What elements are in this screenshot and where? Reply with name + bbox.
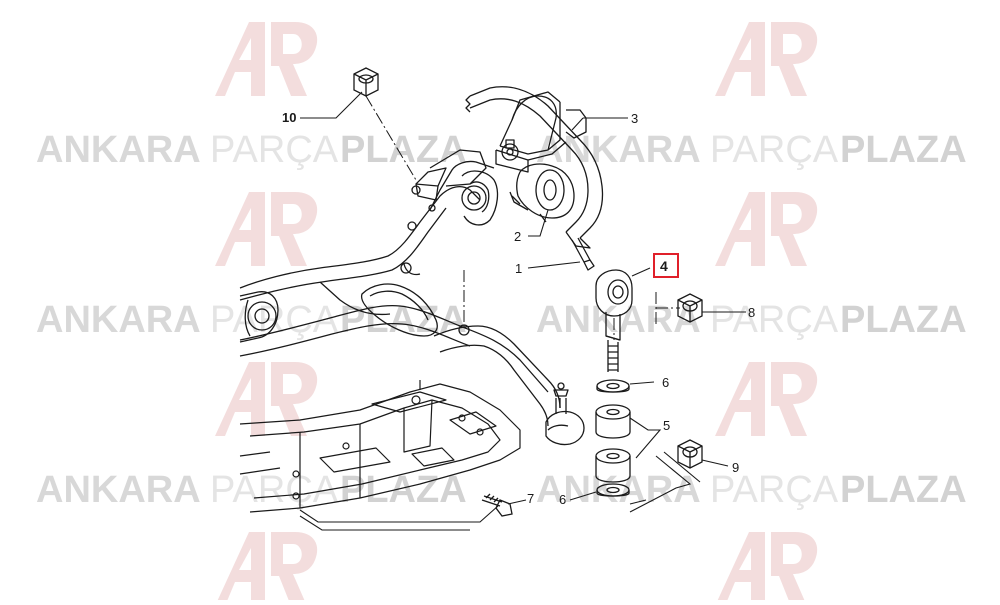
- callout-5: 5: [663, 418, 670, 433]
- watermark-word: PARÇA: [210, 129, 339, 171]
- leader-2: [528, 209, 549, 237]
- leader-1: [527, 261, 581, 269]
- callout-8: 8: [748, 305, 755, 320]
- watermark-word: ANKARA: [536, 299, 701, 341]
- watermark-logo: [715, 192, 818, 266]
- callout-7: 7: [527, 491, 534, 506]
- leader-4: [631, 267, 651, 277]
- stabilizer-bracket: [495, 91, 587, 173]
- watermark-word: PARÇA: [210, 469, 339, 511]
- stabilizer-bar: [465, 86, 604, 271]
- underbody-shield: [239, 380, 521, 513]
- leader-10: [300, 91, 363, 119]
- watermark-logo: [715, 362, 818, 436]
- watermark-word: ANKARA: [36, 129, 201, 171]
- callout-9: 9: [732, 460, 739, 475]
- subframe: [239, 149, 549, 393]
- watermark-word: PLAZA: [840, 129, 967, 171]
- callout-1: 1: [515, 261, 522, 276]
- watermark-word: PLAZA: [840, 299, 967, 341]
- watermark-row: ANKARA PARÇA PLAZA ANKARA PARÇA PLAZA: [36, 129, 967, 171]
- watermark-logo: [715, 532, 818, 605]
- watermark-word: PARÇA: [710, 299, 839, 341]
- callout-10: 10: [282, 110, 296, 125]
- watermark-word: PARÇA: [210, 299, 339, 341]
- watermark-word: PLAZA: [840, 469, 967, 511]
- leader-9: [701, 459, 729, 467]
- nut-10: [353, 67, 379, 97]
- leader-7: [507, 499, 527, 505]
- watermark-text: ANKARA PARÇA PLAZA ANKARA PARÇA PLAZA AN…: [36, 129, 967, 511]
- bracket-lines: [299, 451, 701, 531]
- assembly-lines: [365, 95, 680, 340]
- watermark-word: ANKARA: [536, 129, 701, 171]
- callout-3: 3: [631, 111, 638, 126]
- nut-8: [677, 293, 703, 323]
- callout-labels: 10 3 2 1 4 8 6 5 9 7 6: [282, 110, 755, 507]
- highlight-box: [653, 253, 679, 278]
- watermark-word: PLAZA: [340, 129, 467, 171]
- watermark-word: PARÇA: [710, 469, 839, 511]
- callout-2: 2: [514, 229, 521, 244]
- watermark-word: PLAZA: [340, 469, 467, 511]
- leader-5: [629, 417, 662, 459]
- callout-6-upper: 6: [662, 375, 669, 390]
- link-washers-bushes: [595, 379, 631, 497]
- bolt-7: [481, 493, 513, 517]
- watermark-word: PLAZA: [340, 299, 467, 341]
- watermark-row: ANKARA PARÇA PLAZA ANKARA PARÇA PLAZA: [36, 469, 967, 511]
- stabilizer-bushing: [509, 163, 575, 223]
- nut-9: [677, 439, 703, 469]
- watermark-word: ANKARA: [36, 299, 201, 341]
- watermark-word: PARÇA: [710, 129, 839, 171]
- watermark-word: ANKARA: [36, 469, 201, 511]
- leader-3-tick: [571, 117, 584, 131]
- watermark-logo: [715, 22, 818, 96]
- leader-6a: [629, 381, 655, 385]
- leader-6b: [569, 491, 597, 501]
- watermark-logo: [215, 22, 318, 96]
- stabilizer-link: [595, 269, 633, 372]
- watermark-logo: [215, 532, 318, 605]
- leader-lines: [300, 91, 746, 505]
- watermark-logos: [215, 22, 818, 605]
- callout-6-lower: 6: [559, 492, 566, 507]
- watermark-row: ANKARA PARÇA PLAZA ANKARA PARÇA PLAZA: [36, 299, 967, 341]
- watermark-logo: [215, 192, 318, 266]
- callout-4: 4: [660, 258, 668, 274]
- lower-control-arm: [433, 324, 585, 446]
- watermark-logo: [215, 362, 318, 436]
